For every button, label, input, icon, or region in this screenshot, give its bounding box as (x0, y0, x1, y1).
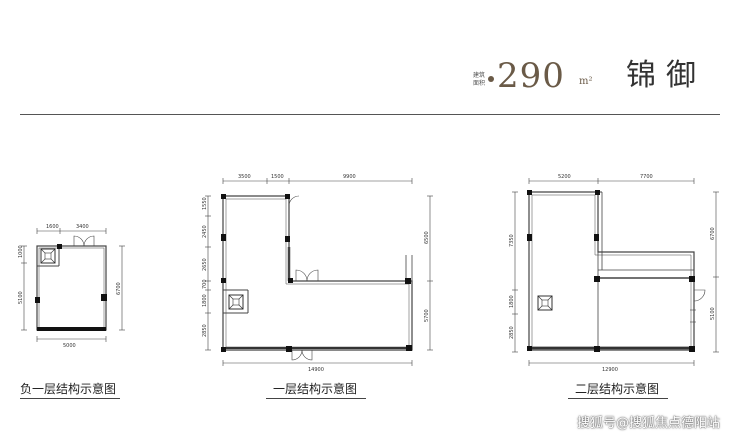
dim-text: 12900 (602, 367, 618, 373)
dim-text: 1500 (271, 174, 284, 180)
plan-basement (21, 228, 125, 342)
bullet-dot-icon (488, 76, 494, 82)
dim-text: 1800 (509, 295, 515, 308)
header-divider (20, 114, 720, 115)
caption-underline (20, 398, 120, 399)
dim-text: 1000 (18, 245, 24, 258)
dim-text: 2450 (202, 225, 208, 238)
dim-text: 700 (202, 279, 208, 289)
area-unit: m² (579, 76, 593, 87)
dim-text: 5100 (710, 307, 716, 320)
dim-text: 1550 (202, 197, 208, 210)
dim-text: 3500 (238, 174, 251, 180)
dim-text: 14900 (308, 367, 324, 373)
dim-text: 2850 (509, 326, 515, 339)
dim-text: 5100 (18, 291, 24, 304)
caption-underline (266, 398, 366, 399)
dim-text: 1800 (202, 294, 208, 307)
dim-text: 2650 (202, 258, 208, 271)
dim-text: 9900 (343, 174, 356, 180)
plan-basement-dims: 1600 3400 1000 5100 6700 5000 (18, 224, 122, 349)
dim-text: 1600 (46, 224, 59, 230)
dim-text: 5700 (424, 309, 430, 322)
plan-second-floor (512, 178, 719, 366)
dim-text: 2850 (202, 324, 208, 337)
dim-text: 5000 (63, 343, 76, 349)
project-name: 锦御 (626, 58, 706, 93)
watermark: 搜狐号@搜狐焦点德阳站 (576, 416, 720, 431)
dim-text: 5200 (558, 174, 571, 180)
dim-text: 7700 (640, 174, 653, 180)
dim-text: 6500 (424, 231, 430, 244)
plan-ground-floor (205, 178, 433, 366)
plan-ground-floor-dims: 3500 1500 9900 1550 2450 2650 700 1800 2… (202, 174, 430, 373)
caption-underline (568, 398, 668, 399)
dim-text: 3400 (76, 224, 89, 230)
dim-text: 6700 (710, 227, 716, 240)
dim-text: 7350 (509, 234, 515, 247)
area-label-line1: 建筑 (473, 72, 486, 79)
area-value: 290 (497, 56, 565, 96)
dim-text: 6700 (116, 282, 122, 295)
area-label-line2: 面积 (473, 80, 486, 87)
caption-ground-floor: 一层结构示意图 (273, 382, 358, 396)
caption-second-floor: 二层结构示意图 (575, 382, 660, 396)
caption-basement: 负一层结构示意图 (20, 382, 117, 396)
plan-second-floor-dims: 5200 7700 7350 1800 2850 6700 5100 12900 (509, 174, 716, 373)
